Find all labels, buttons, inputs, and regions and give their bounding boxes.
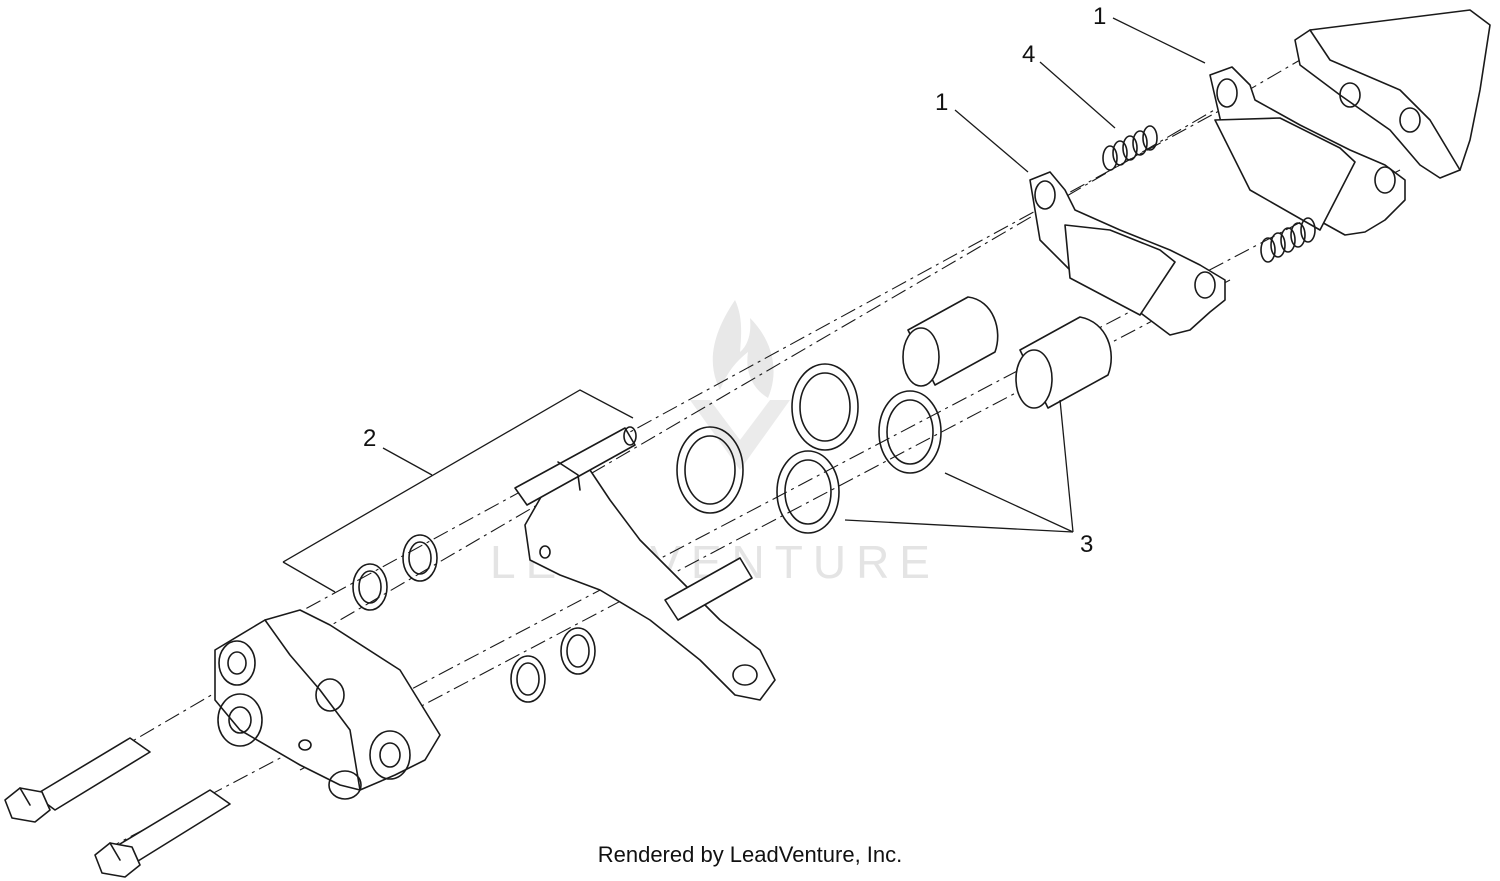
callout-4-spring: 4: [1022, 41, 1035, 68]
callout-1-upper-pad: 1: [1093, 3, 1106, 30]
brake-pad-lower: [1029, 171, 1226, 336]
mounting-bolt-lower: [94, 789, 231, 878]
callout-2-bushing-kit: 2: [363, 425, 376, 452]
callout-3-seal-kit: 3: [1080, 531, 1093, 558]
bushing-kit-washers: [352, 534, 596, 703]
caliper-bracket: [514, 426, 776, 701]
callout-1-lower-pad: 1: [935, 89, 948, 116]
caliper-lower-body: [214, 609, 441, 800]
spring-lower: [1260, 217, 1316, 263]
brake-pad-upper: [1209, 66, 1406, 236]
spring-upper: [1102, 125, 1158, 171]
callout-leaders: [282, 17, 1206, 593]
seal-kit-rings: [676, 363, 942, 534]
render-credit: Rendered by LeadVenture, Inc.: [597, 842, 903, 867]
caliper-upper-body: [1294, 9, 1491, 179]
pistons: [902, 296, 1112, 409]
callout-labels: 1 1 4 2 3: [363, 3, 1106, 558]
mounting-bolt-upper: [4, 737, 151, 823]
